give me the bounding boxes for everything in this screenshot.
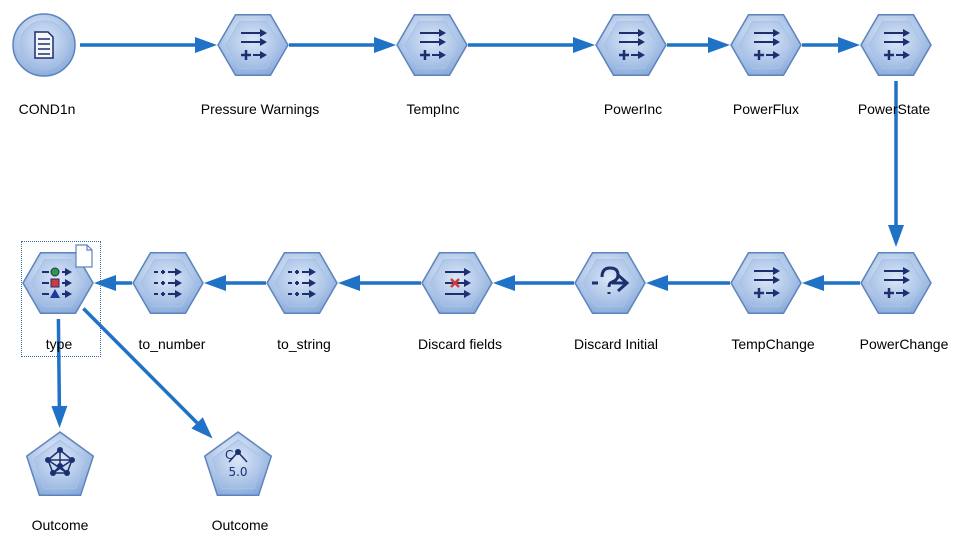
node-outcome-nn[interactable] <box>25 431 95 497</box>
node-to-string[interactable] <box>266 251 338 315</box>
connection-pressure-warnings-to-tempinc[interactable] <box>289 37 396 53</box>
derive-icon <box>754 29 780 60</box>
node-label-tempinc: TempInc <box>406 101 460 117</box>
node-powerchange[interactable] <box>860 251 932 315</box>
nodes-layer: C 5.0 <box>12 13 932 497</box>
neural-net-icon <box>45 447 75 476</box>
node-label-type: type <box>45 336 73 352</box>
node-label-discard-fields: Discard fields <box>417 336 503 352</box>
c50-version-text: 5.0 <box>228 465 247 479</box>
node-type[interactable] <box>22 244 94 315</box>
derive-icon <box>420 29 446 60</box>
derive-icon <box>241 29 267 60</box>
reclassify-icon <box>154 268 182 298</box>
connection-tempchange-to-discard-initial[interactable] <box>646 275 730 291</box>
derive-icon <box>619 29 645 60</box>
connection-powerstate-to-powerchange[interactable] <box>888 81 904 247</box>
derive-icon <box>754 267 780 298</box>
connection-to-string-to-to-number[interactable] <box>204 275 266 291</box>
node-powerstate[interactable] <box>860 13 932 77</box>
node-label-powerstate: PowerState <box>857 101 931 117</box>
node-label-powerinc: PowerInc <box>603 101 663 117</box>
connection-powerchange-to-tempchange[interactable] <box>802 275 860 291</box>
node-label-powerchange: PowerChange <box>859 336 949 352</box>
node-discard-fields[interactable] <box>421 251 493 315</box>
node-pressure-warnings[interactable] <box>217 13 289 77</box>
connection-powerinc-to-powerflux[interactable] <box>667 37 730 53</box>
filter-icon <box>445 268 471 298</box>
node-outcome-c50[interactable]: C 5.0 <box>203 431 273 497</box>
reclassify-icon <box>288 268 316 298</box>
connection-type-to-outcome-c50[interactable] <box>82 307 213 439</box>
connection-discard-initial-to-discard-fields[interactable] <box>493 275 574 291</box>
node-to-number[interactable] <box>132 251 204 315</box>
node-discard-initial[interactable] <box>574 251 646 315</box>
node-label-powerflux: PowerFlux <box>732 101 800 117</box>
node-label-pressure-warnings: Pressure Warnings <box>200 101 320 117</box>
node-powerflux[interactable] <box>730 13 802 77</box>
connection-type-to-outcome-nn[interactable] <box>51 318 68 429</box>
node-label-outcome-nn: Outcome <box>31 517 89 533</box>
select-icon <box>592 266 630 294</box>
connection-discard-fields-to-to-string[interactable] <box>338 275 421 291</box>
c50-tree-icon: C 5.0 <box>225 448 248 479</box>
node-label-tempchange: TempChange <box>731 336 815 352</box>
type-icon <box>42 267 72 298</box>
node-tempinc[interactable] <box>396 13 468 77</box>
node-label-outcome-c50: Outcome <box>211 517 269 533</box>
document-icon <box>34 31 54 59</box>
node-powerinc[interactable] <box>595 13 667 77</box>
node-tempchange[interactable] <box>730 251 802 315</box>
connection-tempinc-to-powerinc[interactable] <box>468 37 595 53</box>
node-label-discard-initial: Discard Initial <box>573 336 659 352</box>
connection-cond1n-to-pressure-warnings[interactable] <box>80 37 217 53</box>
selection-box <box>21 241 101 357</box>
connection-to-number-to-type[interactable] <box>94 275 132 291</box>
derive-icon <box>884 29 910 60</box>
connection-powerflux-to-powerstate[interactable] <box>802 37 860 53</box>
node-label-to-string: to_string <box>277 336 331 352</box>
node-cond1n[interactable] <box>12 13 76 77</box>
node-label-to-number: to_number <box>138 336 206 352</box>
connections-layer <box>51 37 904 439</box>
derive-icon <box>884 267 910 298</box>
c50-letter: C <box>225 448 233 462</box>
node-label-cond1n: COND1n <box>18 101 76 117</box>
